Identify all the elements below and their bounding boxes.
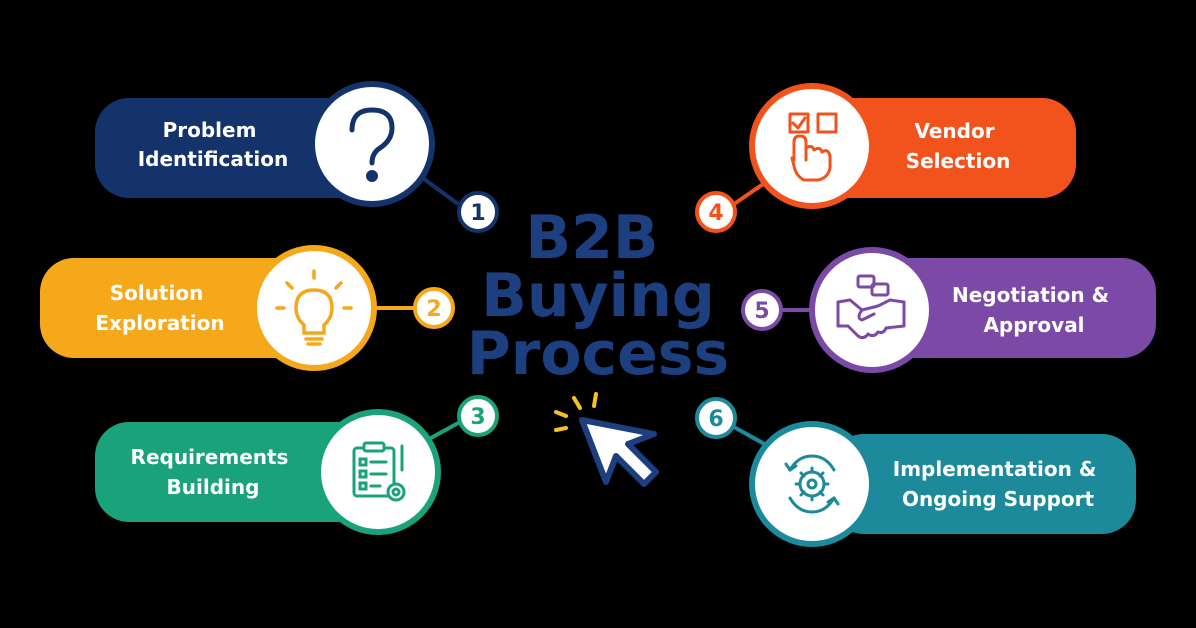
question-mark-icon <box>349 107 395 182</box>
step-2: 2 Solution Exploration <box>40 245 455 371</box>
step-6-pill <box>830 434 1136 534</box>
step-5-label-line-2: Approval <box>983 313 1084 337</box>
step-5-pill <box>866 258 1156 358</box>
step-1-label-line-2: Identification <box>138 147 289 171</box>
step-2-label-line-1: Solution <box>110 281 204 305</box>
step-2-number-badge <box>413 287 455 329</box>
step-1-connector <box>418 174 460 206</box>
step-1-pill <box>95 98 380 198</box>
step-4-number: 4 <box>708 201 723 226</box>
step-4-number-badge <box>695 191 737 233</box>
title-line-3: Process <box>467 319 729 389</box>
step-1-label-line-1: Problem <box>163 118 257 142</box>
step-6-label-line-2: Ongoing Support <box>902 487 1095 511</box>
step-3-number-badge <box>457 395 499 437</box>
step-3: 3 Requirements Building <box>95 395 499 535</box>
step-1-label: Problem Identification <box>138 118 289 171</box>
step-5: 5 Negotiation & Approval <box>741 247 1156 373</box>
hand-checkbox-icon <box>788 112 838 182</box>
step-1: 1 Problem Identification <box>95 81 499 233</box>
handshake-icon <box>836 274 906 340</box>
step-3-label: Requirements Building <box>131 445 296 499</box>
step-3-pill <box>95 422 385 522</box>
step-3-number: 3 <box>470 405 485 430</box>
step-4-pill <box>808 98 1076 198</box>
step-3-icon-circle <box>315 409 441 535</box>
step-6-number-badge <box>695 397 737 439</box>
step-6-icon-circle <box>749 421 875 547</box>
step-2-label-line-2: Exploration <box>95 311 224 335</box>
step-6-number: 6 <box>708 407 723 432</box>
step-1-number: 1 <box>470 201 485 226</box>
cursor-click-icon <box>554 392 659 487</box>
checklist-gear-icon <box>352 441 406 502</box>
step-5-label-line-1: Negotiation & <box>952 283 1109 307</box>
step-5-icon-circle <box>809 247 935 373</box>
step-2-number: 2 <box>426 297 441 322</box>
center-title: B2B Buying Process <box>467 203 729 389</box>
lightbulb-icon <box>275 269 353 346</box>
step-4: 4 Vendor Selection <box>695 83 1076 233</box>
step-3-label-line-1: Requirements <box>131 445 289 469</box>
step-5-number-badge <box>741 289 783 331</box>
step-4-label: Vendor Selection <box>906 119 1011 173</box>
step-1-number-badge <box>457 191 499 233</box>
step-6: 6 Implementation & Ongoing Support <box>695 397 1136 547</box>
step-6-connector <box>731 424 769 448</box>
step-4-label-line-2: Selection <box>906 149 1011 173</box>
step-4-label-line-1: Vendor <box>914 119 994 143</box>
step-2-label: Solution Exploration <box>95 281 224 335</box>
step-5-number: 5 <box>754 299 769 324</box>
step-5-label: Negotiation & Approval <box>952 283 1116 337</box>
step-1-icon-circle <box>309 81 435 207</box>
step-6-label: Implementation & Ongoing Support <box>893 457 1103 511</box>
step-2-icon-circle <box>251 245 377 371</box>
title-line-2: Buying <box>481 261 715 331</box>
step-6-label-line-1: Implementation & <box>893 457 1097 481</box>
step-3-label-line-2: Building <box>167 475 260 499</box>
gear-cycle-icon <box>784 454 840 514</box>
click-spark-lines <box>554 392 598 432</box>
title-line-1: B2B <box>525 203 658 273</box>
cursor-arrow <box>579 417 659 487</box>
